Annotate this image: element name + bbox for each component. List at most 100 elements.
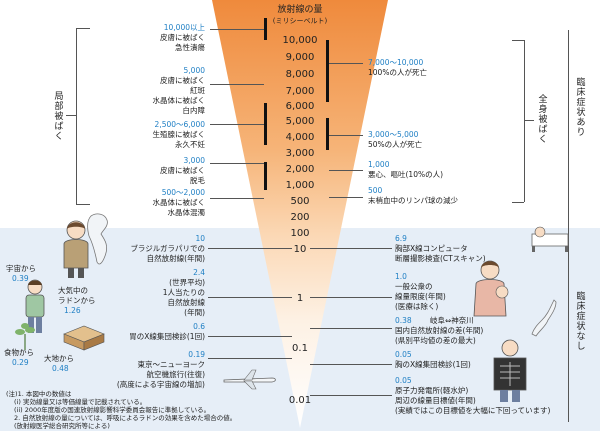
scale-6000: 6,000 bbox=[285, 101, 315, 112]
ground-block-illustration bbox=[63, 325, 105, 351]
connector-right-f bbox=[310, 297, 392, 298]
left-i-value: 0.19 bbox=[188, 350, 205, 359]
right-i-text2: 周辺の線量目標値(年間) bbox=[395, 396, 476, 405]
scale-1000: 1,000 bbox=[285, 180, 315, 191]
right-g-text2: 国内自然放射線の差(年間) bbox=[395, 326, 484, 335]
connector-right-d bbox=[329, 197, 363, 198]
air-label2: ラドンから bbox=[58, 296, 96, 305]
left-a-value: 10,000以上 bbox=[163, 23, 205, 32]
whole-bracket-bottom bbox=[512, 202, 524, 203]
air-label1: 大気中の bbox=[58, 286, 88, 295]
bar-right-7000 bbox=[326, 40, 329, 102]
scale-2000: 2,000 bbox=[285, 164, 315, 175]
xray-man-illustration bbox=[493, 339, 527, 402]
left-f-value: 10 bbox=[195, 234, 205, 243]
space-value: 0.39 bbox=[12, 274, 29, 283]
left-h-value: 0.6 bbox=[193, 322, 205, 331]
space-label: 宇宙から bbox=[6, 264, 36, 273]
left-a-text1: 皮膚に被ばく bbox=[160, 33, 205, 42]
food-label: 食物から bbox=[4, 348, 34, 357]
left-e-value: 500〜2,000 bbox=[161, 188, 205, 197]
right-h-value: 0.05 bbox=[395, 350, 412, 359]
left-d-text1: 皮膚に被ばく bbox=[160, 166, 205, 175]
connector-left-a bbox=[210, 29, 264, 30]
right-f-text2: 線量限度(年間) bbox=[395, 292, 446, 301]
local-bracket-line bbox=[76, 28, 77, 204]
right-b-value: 3,000〜5,000 bbox=[368, 130, 419, 139]
scale-9000: 9,000 bbox=[285, 52, 315, 63]
local-bracket-tick bbox=[66, 115, 76, 116]
left-g-text4: (年間) bbox=[184, 308, 205, 317]
plant-illustration bbox=[15, 323, 35, 350]
air-value: 1.26 bbox=[64, 306, 81, 315]
left-b-text3: 水晶体に被ばく bbox=[152, 96, 206, 105]
left-g-text2: 1人当たりの bbox=[162, 288, 205, 297]
left-h-text: 胃のX線集団検診(1回) bbox=[129, 332, 205, 341]
scale-3000: 3,000 bbox=[285, 148, 315, 159]
connector-left-f bbox=[208, 248, 292, 249]
bar-left-5000 bbox=[264, 103, 267, 145]
right-f-text3: (医療は除く) bbox=[395, 302, 439, 311]
connector-left-b bbox=[210, 84, 264, 85]
food-value: 0.29 bbox=[12, 358, 29, 367]
left-g-value: 2.4 bbox=[193, 268, 205, 277]
left-c-value: 2,500〜6,000 bbox=[154, 120, 205, 129]
bar-left-3000 bbox=[264, 162, 267, 190]
note-line-1: (注)1. 本図中の数値は bbox=[6, 390, 72, 398]
left-b-value: 5,000 bbox=[183, 66, 205, 75]
local-bracket-top bbox=[76, 28, 90, 29]
scale-5000: 5,000 bbox=[285, 116, 315, 127]
note-line-3: (ii) 2000年度版の国連放射線影響科学委員会報告に準拠している。 bbox=[14, 406, 211, 414]
scale-7000: 7,000 bbox=[285, 86, 315, 97]
left-b-text1: 皮膚に被ばく bbox=[160, 76, 205, 85]
right-f-text1: 一般公衆の bbox=[395, 282, 433, 291]
right-g-value: 0.38 bbox=[395, 316, 412, 325]
symptom-axis bbox=[568, 30, 569, 422]
left-d-text2: 脱毛 bbox=[190, 176, 205, 185]
scale-10000: 10,000 bbox=[282, 35, 318, 46]
bar-right-3000 bbox=[326, 118, 329, 150]
left-d-value: 3,000 bbox=[183, 156, 205, 165]
local-bracket-bottom bbox=[76, 204, 90, 205]
left-i-text1: 東京〜ニューヨーク bbox=[137, 360, 206, 369]
note-line-4: 2. 自然放射線の量については、呼吸によるラドンの効果を含めた場合の値。 bbox=[14, 414, 237, 422]
scale-100: 100 bbox=[290, 228, 310, 239]
right-c-text: 悪心、嘔吐(10%の人) bbox=[368, 170, 444, 179]
right-i-text1: 原子力発電所(軽水炉) bbox=[395, 386, 469, 395]
scale-4000: 4,000 bbox=[285, 132, 315, 143]
scale-500: 500 bbox=[290, 196, 310, 207]
right-a-text: 100%の人が死亡 bbox=[368, 68, 427, 77]
left-c-text1: 生殖腺に被ばく bbox=[152, 130, 206, 139]
connector-right-g bbox=[310, 328, 392, 329]
left-a-text2: 急性潰瘍 bbox=[175, 43, 205, 52]
right-g-text1: 岐阜⇔神奈川 bbox=[430, 316, 474, 325]
right-c-value: 1,000 bbox=[368, 160, 390, 169]
left-f-text2: 自然放射線(年間) bbox=[146, 254, 205, 263]
right-f-value: 1.0 bbox=[395, 272, 407, 281]
connector-left-i bbox=[208, 358, 292, 359]
left-g-text1: (世界平均) bbox=[169, 278, 205, 287]
right-e-text1: 胸部X線コンピュータ bbox=[395, 244, 468, 253]
right-d-value: 500 bbox=[368, 186, 383, 195]
connector-left-d bbox=[210, 163, 264, 164]
left-e-text2: 水晶体混濁 bbox=[167, 208, 206, 217]
woman-illustration bbox=[63, 220, 89, 278]
left-i-text3: (高度による宇宙線の増加) bbox=[116, 380, 205, 389]
right-e-value: 6.9 bbox=[395, 234, 407, 243]
scale-8000: 8,000 bbox=[285, 69, 315, 80]
left-g-text3: 自然放射線 bbox=[167, 298, 206, 307]
left-e-text1: 水晶体に被ばく bbox=[152, 198, 206, 207]
right-h-text: 胸のX線集団検診(1回) bbox=[395, 360, 471, 369]
scale-200: 200 bbox=[290, 212, 310, 223]
left-c-text2: 永久不妊 bbox=[175, 140, 205, 149]
connector-right-i bbox=[310, 395, 392, 396]
right-e-text2: 断層撮影検査(CTスキャン) bbox=[395, 254, 486, 263]
symptom-no-label: 臨床症状なし bbox=[576, 292, 586, 352]
right-i-value: 0.05 bbox=[395, 376, 412, 385]
whole-exposure-label: 全身被ばく bbox=[538, 95, 548, 145]
americas-map-illustration bbox=[87, 213, 108, 265]
bar-left-10000 bbox=[264, 18, 267, 40]
chart-unit: (ミリシーベルト) bbox=[272, 17, 328, 25]
connector-right-c bbox=[329, 170, 363, 171]
right-a-value: 7,000〜10,000 bbox=[368, 58, 424, 67]
